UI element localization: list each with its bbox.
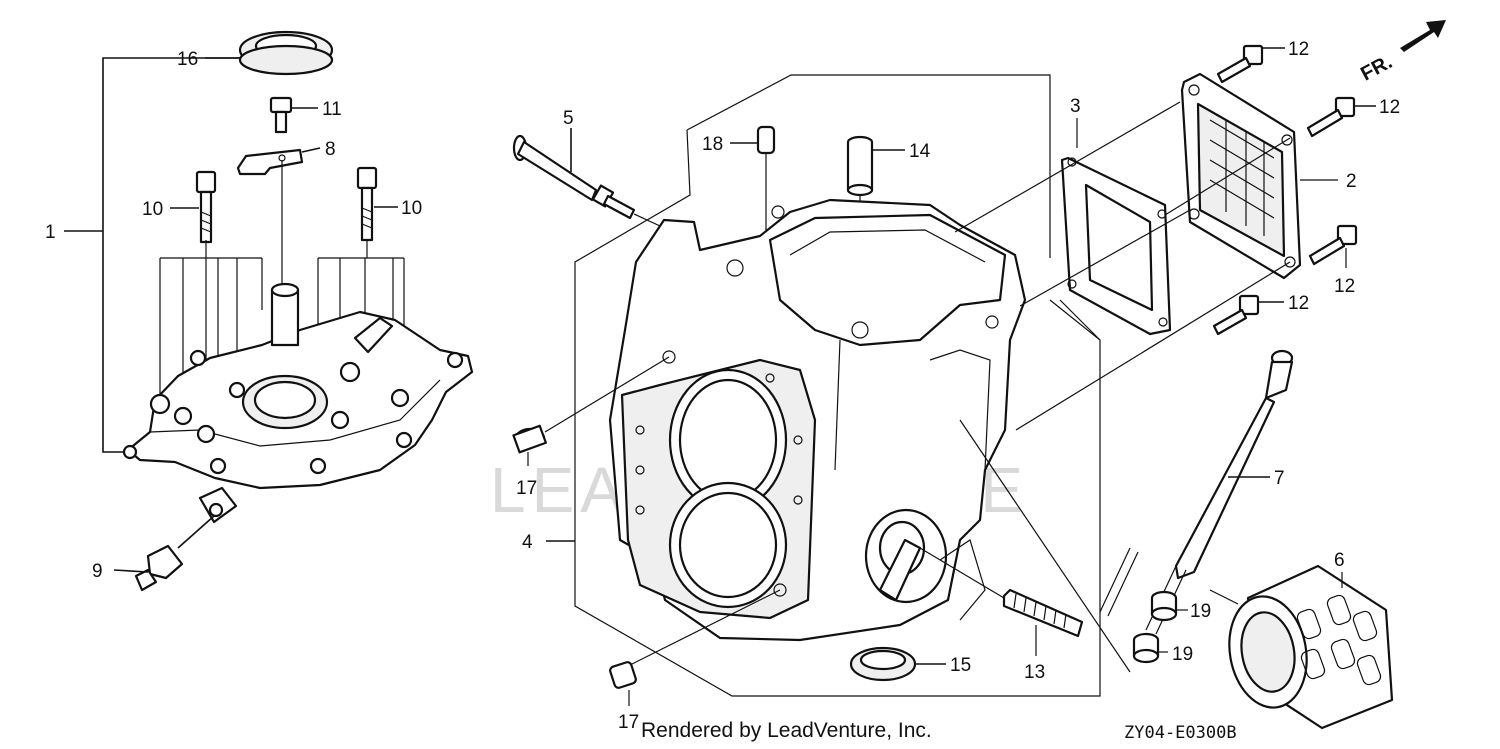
callout-12-lower[interactable]: 12 bbox=[1288, 293, 1309, 314]
oil-filter-6 bbox=[1228, 564, 1394, 730]
bolt-11 bbox=[269, 96, 293, 134]
callout-12-mid[interactable]: 12 bbox=[1379, 97, 1400, 118]
oil-seal-16 bbox=[238, 30, 334, 76]
footer-credit: Rendered by LeadVenture, Inc. bbox=[641, 719, 932, 742]
callout-11[interactable]: 11 bbox=[322, 99, 342, 120]
callout-19-upper[interactable]: 19 bbox=[1190, 601, 1211, 622]
oil-seal-15 bbox=[849, 646, 917, 682]
callout-13[interactable]: 13 bbox=[1024, 662, 1045, 683]
bolt-12-mid bbox=[1306, 96, 1356, 138]
callout-8[interactable]: 8 bbox=[325, 139, 336, 160]
o-ring-19-upper bbox=[1150, 590, 1178, 622]
callout-10-right[interactable]: 10 bbox=[401, 198, 422, 219]
callout-16[interactable]: 16 bbox=[177, 49, 198, 70]
callout-10-left[interactable]: 10 bbox=[142, 199, 163, 220]
bolt-12-top bbox=[1216, 44, 1264, 84]
callout-14[interactable]: 14 bbox=[909, 141, 931, 162]
callout-19-lower[interactable]: 19 bbox=[1172, 644, 1193, 665]
callout-4[interactable]: 4 bbox=[522, 532, 533, 553]
direction-arrow-icon bbox=[1400, 20, 1446, 52]
callout-9[interactable]: 9 bbox=[92, 561, 103, 582]
bolt-10-right bbox=[356, 166, 378, 242]
callout-5[interactable]: 5 bbox=[563, 108, 574, 129]
callout-1[interactable]: 1 bbox=[45, 222, 56, 243]
dowel-18 bbox=[756, 125, 776, 155]
pin-14 bbox=[846, 135, 874, 197]
crankcase-cover-assembly bbox=[64, 30, 474, 592]
callout-12-top[interactable]: 12 bbox=[1288, 39, 1309, 60]
callout-7[interactable]: 7 bbox=[1274, 468, 1285, 489]
callout-3[interactable]: 3 bbox=[1070, 96, 1081, 117]
bracket-1 bbox=[102, 57, 240, 453]
cylinder-block-assembly bbox=[512, 74, 1101, 706]
stud-13 bbox=[1002, 588, 1084, 638]
callouts: 1 2 3 4 5 6 7 8 9 10 10 11 12 12 12 12 1… bbox=[45, 39, 1400, 733]
direction-label: FR. bbox=[1357, 51, 1396, 86]
callout-18[interactable]: 18 bbox=[702, 134, 723, 155]
oil-switch-9 bbox=[134, 486, 238, 592]
callout-17-upper[interactable]: 17 bbox=[516, 478, 537, 499]
bracket-8 bbox=[236, 148, 304, 176]
callout-12-right[interactable]: 12 bbox=[1334, 276, 1355, 297]
bolt-10-left bbox=[195, 170, 217, 244]
diagram-code: ZY04-E0300B bbox=[1124, 723, 1237, 743]
bolt-5 bbox=[512, 134, 636, 220]
bolt-12-lower bbox=[1212, 294, 1260, 336]
front-direction-arrow: FR. bbox=[1357, 20, 1446, 86]
dowel-17-lower bbox=[609, 661, 637, 689]
callout-15[interactable]: 15 bbox=[950, 655, 971, 676]
callout-17-lower[interactable]: 17 bbox=[618, 712, 639, 733]
breather-cover-assembly bbox=[954, 44, 1394, 730]
callout-6[interactable]: 6 bbox=[1334, 550, 1345, 571]
o-ring-19-lower bbox=[1132, 632, 1160, 664]
dipstick-7 bbox=[1174, 349, 1294, 580]
callout-2[interactable]: 2 bbox=[1346, 171, 1357, 192]
bolt-12-right bbox=[1308, 224, 1358, 266]
